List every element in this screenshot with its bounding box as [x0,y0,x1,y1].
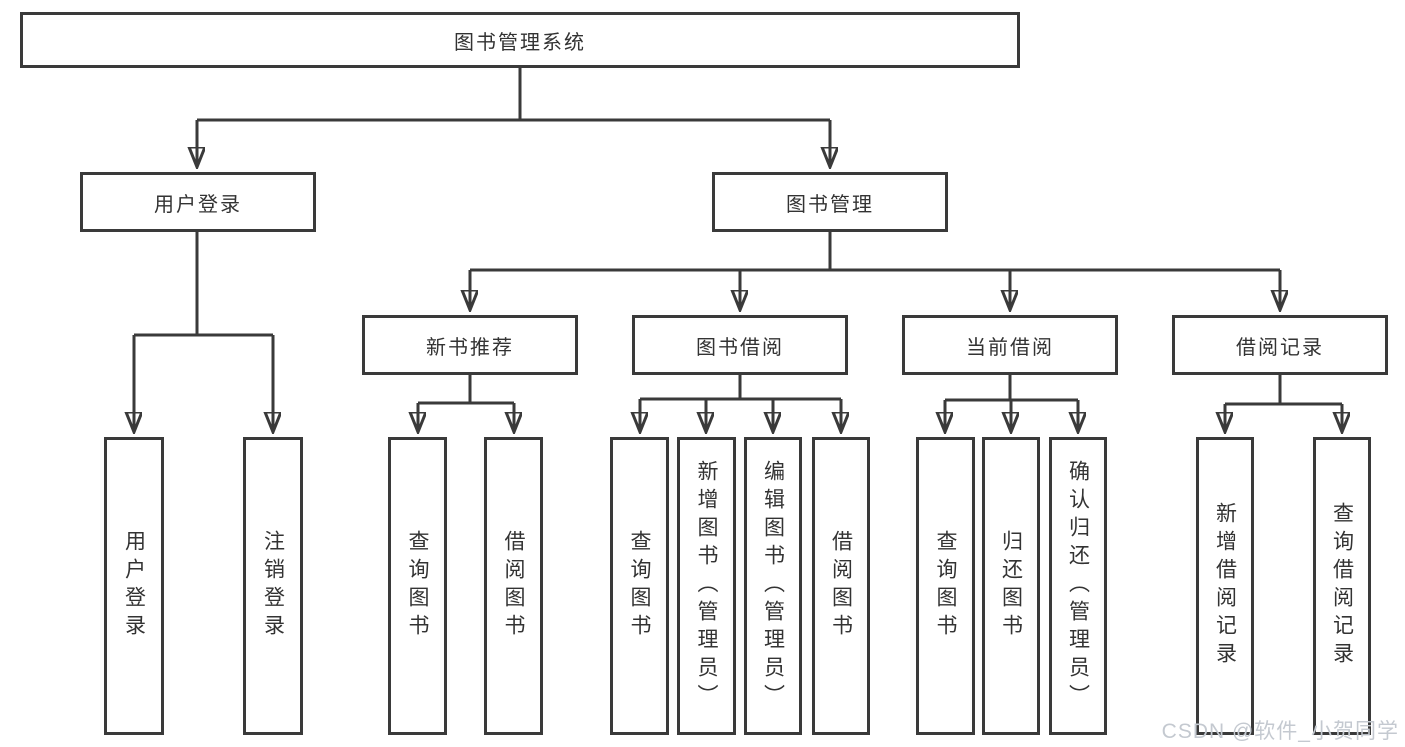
leaf-edit-books-admin: 编辑图书（管理员） [744,437,802,735]
node-label: 归还图书 [999,530,1023,642]
leaf-user-login: 用户登录 [104,437,164,735]
node-book-management: 图书管理 [712,172,948,232]
edge-borrowing-records-to-leaves [1225,375,1342,431]
leaf-query-books-current: 查询图书 [916,437,975,735]
node-book-borrowing: 图书借阅 [632,315,848,375]
node-label: 新增图书（管理员） [695,460,718,712]
node-library-management-system: 图书管理系统 [20,12,1020,68]
node-label: 查询借阅记录 [1330,502,1354,670]
edge-root-to-level1 [197,68,830,166]
edge-book-borrowing-to-leaves [640,375,841,431]
node-label: 注销登录 [261,530,285,642]
node-user-login: 用户登录 [80,172,316,232]
node-label: 查询图书 [628,530,651,642]
leaf-query-borrow-record: 查询借阅记录 [1313,437,1371,735]
leaf-logout: 注销登录 [243,437,303,735]
node-label: 用户登录 [154,193,242,216]
node-new-book-recommendation: 新书推荐 [362,315,578,375]
leaf-borrow-books: 借阅图书 [812,437,870,735]
csdn-watermark: CSDN @软件_小贺同学 [1161,720,1399,743]
node-label: 图书管理系统 [454,31,586,54]
edge-book-mgmt-to-level2 [470,232,1280,309]
node-borrowing-records: 借阅记录 [1172,315,1388,375]
edge-new-book-rec-to-leaves [418,375,514,431]
edge-user-login-to-leaves [134,232,273,431]
edge-current-borrowing-to-leaves [945,375,1078,431]
leaf-add-borrow-record: 新增借阅记录 [1196,437,1254,735]
node-label: 当前借阅 [966,336,1054,359]
node-label: 借阅图书 [502,530,525,642]
leaf-add-books-admin: 新增图书（管理员） [677,437,736,735]
leaf-query-books-borrow: 查询图书 [610,437,669,735]
node-label: 确认归还（管理员） [1066,460,1090,712]
node-label: 查询图书 [406,530,429,642]
node-label: 图书借阅 [696,336,784,359]
node-label: 借阅记录 [1236,336,1324,359]
leaf-borrow-books-recommend: 借阅图书 [484,437,543,735]
node-label: 新增借阅记录 [1213,502,1237,670]
leaf-query-books-recommend: 查询图书 [388,437,447,735]
node-label: 查询图书 [934,530,957,642]
leaf-return-books: 归还图书 [982,437,1040,735]
node-label: 借阅图书 [829,530,853,642]
node-label: 编辑图书（管理员） [761,460,785,712]
node-label: 图书管理 [786,193,874,216]
node-current-borrowing: 当前借阅 [902,315,1118,375]
leaf-confirm-return-admin: 确认归还（管理员） [1049,437,1107,735]
node-label: 用户登录 [122,530,146,642]
node-label: 新书推荐 [426,336,514,359]
